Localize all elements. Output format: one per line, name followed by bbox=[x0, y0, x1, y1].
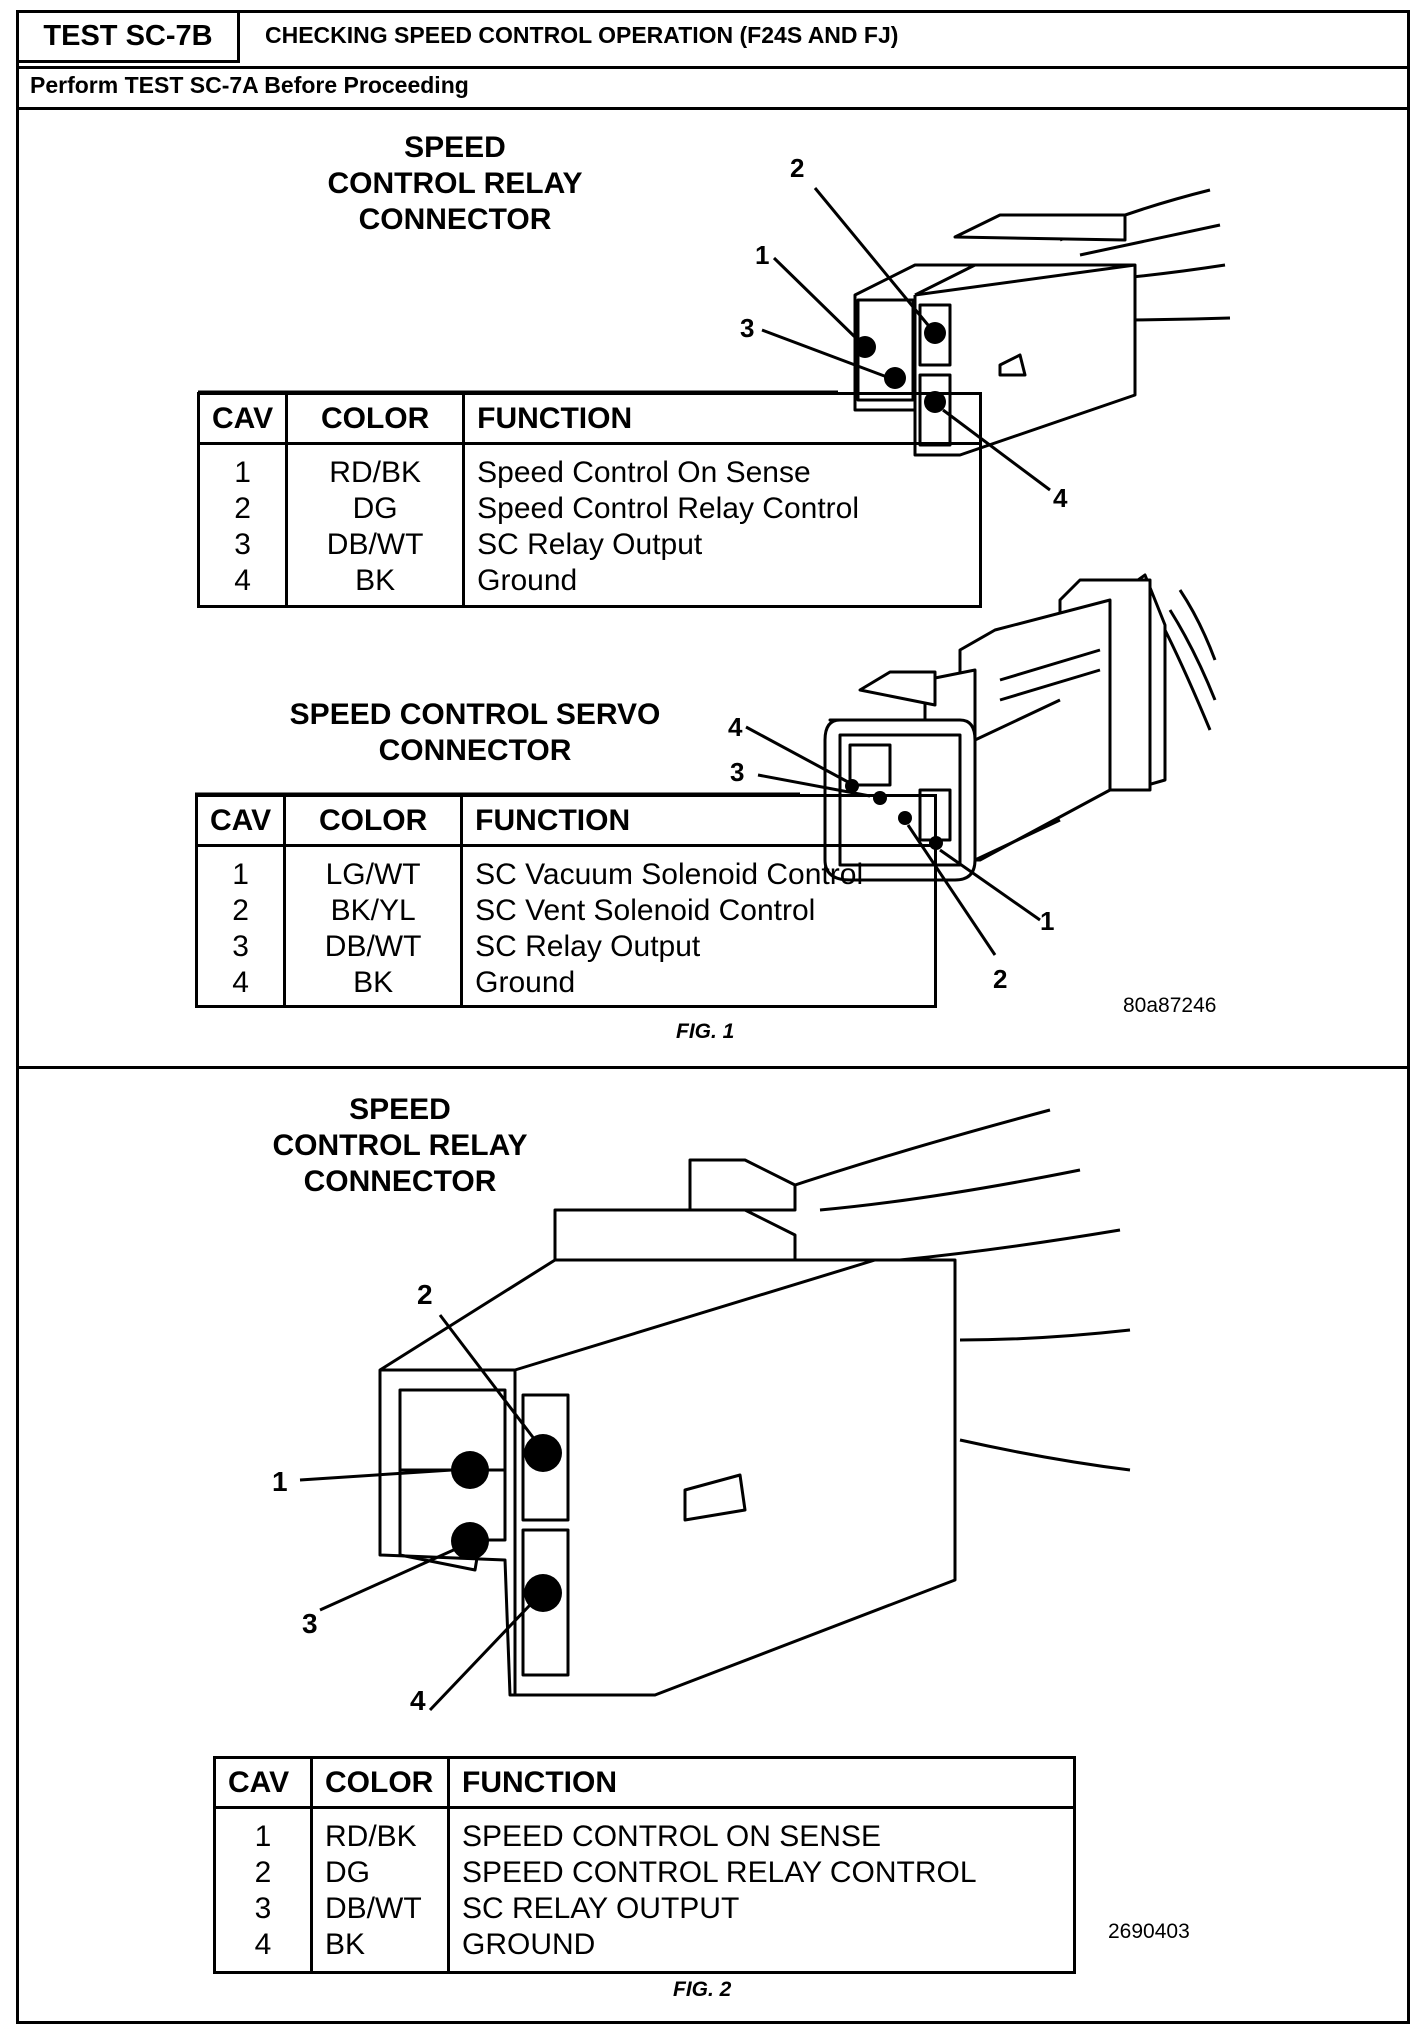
fig1-ref-number: 80a87246 bbox=[1123, 994, 1217, 1017]
fig1-servo-callout-1: 1 bbox=[1040, 906, 1055, 936]
test-id: TEST SC-7B bbox=[19, 13, 240, 63]
fig1-relay-callout-4: 4 bbox=[1053, 483, 1068, 513]
fig2-relay-callout-1: 1 bbox=[272, 1466, 288, 1497]
fig2-relay-pins bbox=[451, 1434, 562, 1612]
col-color: COLOR bbox=[284, 795, 464, 847]
fig1-relay-callout-3: 3 bbox=[740, 313, 755, 343]
fig1-relay-callout-1: 1 bbox=[755, 240, 770, 270]
fig1-servo-leaders bbox=[745, 725, 1041, 956]
col-cav: CAV bbox=[198, 393, 289, 445]
header-divider-bottom bbox=[19, 107, 1407, 110]
col-cav: CAV bbox=[196, 795, 287, 847]
fig2-relay-callout-3: 3 bbox=[302, 1608, 318, 1639]
fig1-relay-callout-2: 2 bbox=[790, 153, 805, 183]
col-color: COLOR bbox=[311, 1757, 450, 1809]
col-function: FUNCTION bbox=[448, 1757, 1075, 1809]
header-divider bbox=[19, 66, 1407, 69]
col-function: FUNCTION bbox=[461, 795, 936, 847]
fig1-servo-callout-4: 4 bbox=[728, 712, 743, 742]
fig1-servo-label: SPEED CONTROL SERVO CONNECTOR bbox=[289, 698, 661, 767]
figure-divider bbox=[19, 1066, 1407, 1069]
fig1-servo-callout-3: 3 bbox=[730, 757, 745, 787]
fig1-relay-connector-drawing bbox=[853, 188, 1231, 457]
fig2-relay-connector-drawing bbox=[378, 1108, 1131, 1697]
fig2-relay-callout-4: 4 bbox=[410, 1685, 426, 1716]
col-color: COLOR bbox=[286, 393, 466, 445]
fig1-caption: FIG. 1 bbox=[676, 1020, 735, 1043]
fig2-relay-label: SPEED CONTROL RELAY CONNECTOR bbox=[272, 1093, 528, 1198]
fig2-caption: FIG. 2 bbox=[673, 1978, 732, 2001]
col-function: FUNCTION bbox=[463, 393, 981, 445]
fig1-relay-label: SPEED CONTROL RELAY CONNECTOR bbox=[327, 131, 583, 236]
fig1-servo-callout-2: 2 bbox=[993, 964, 1008, 994]
fig2-ref-number: 2690403 bbox=[1108, 1920, 1190, 1943]
test-prerequisite: Perform TEST SC-7A Before Proceeding bbox=[30, 72, 469, 98]
fig2-relay-leaders bbox=[299, 1314, 537, 1712]
fig2-relay-callout-2: 2 bbox=[417, 1279, 433, 1310]
test-title: CHECKING SPEED CONTROL OPERATION (F24S A… bbox=[265, 22, 899, 48]
col-cav: CAV bbox=[214, 1757, 313, 1809]
page-frame bbox=[16, 10, 1410, 2024]
